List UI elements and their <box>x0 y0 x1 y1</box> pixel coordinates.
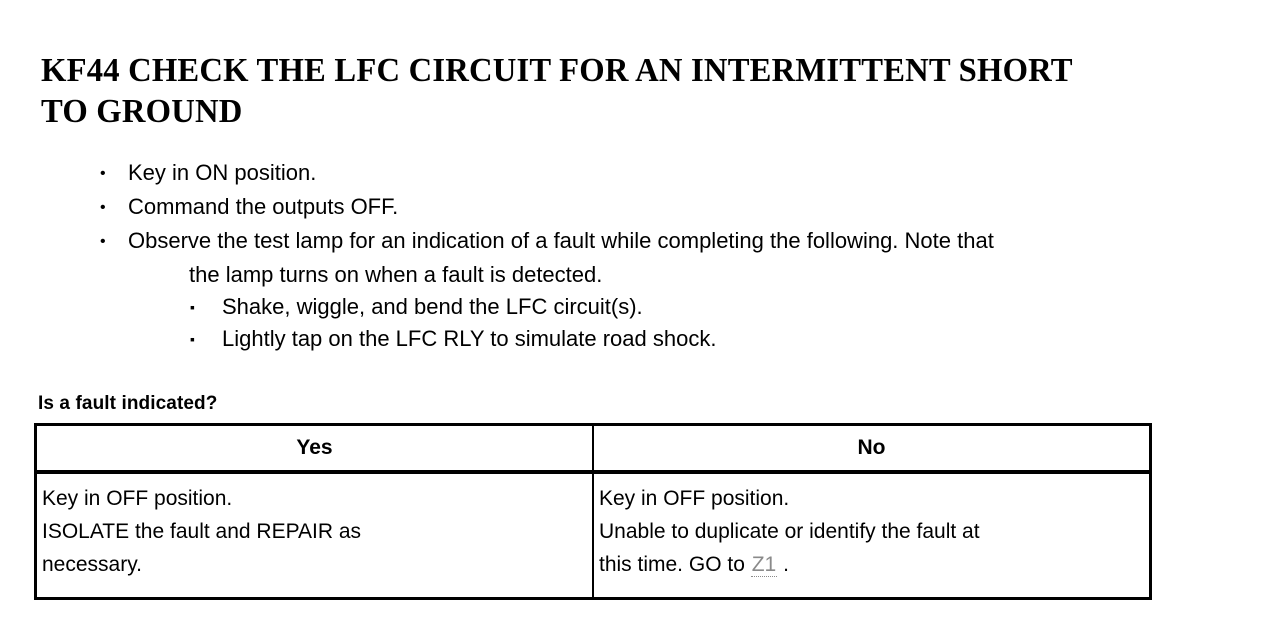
cell-line: Key in OFF position. <box>42 487 233 510</box>
list-item-text: Observe the test lamp for an indication … <box>128 228 994 253</box>
page-title: KF44 CHECK THE LFC CIRCUIT FOR AN INTERM… <box>41 51 1073 130</box>
bullet-icon: • <box>100 199 106 216</box>
list-item: • Key in ON position. <box>0 156 1280 190</box>
procedure-list: • Key in ON position. • Command the output… <box>0 156 1280 355</box>
sub-list-item: ▪ Shake, wiggle, and bend the LFC circuit… <box>0 291 1280 323</box>
table-row: Key in OFF position. ISOLATE the fault a… <box>34 471 1152 600</box>
table-cell-no: Key in OFF position. Unable to duplicate… <box>592 471 1152 600</box>
cell-line-with-xref: this time. GO to Z1 . <box>599 548 1143 581</box>
bullet-icon: • <box>100 233 106 250</box>
list-item: • Observe the test lamp for an indication… <box>0 224 1280 291</box>
list-item-text: Command the outputs OFF. <box>128 194 399 219</box>
table-cell-yes: Key in OFF position. ISOLATE the fault a… <box>34 471 594 600</box>
bullet-icon: • <box>100 165 106 182</box>
table-header-yes: Yes <box>34 423 594 474</box>
list-item-text-continued: the lamp turns on when a fault is detect… <box>189 262 603 287</box>
cell-line: necessary. <box>42 553 142 576</box>
list-item: • Command the outputs OFF. <box>0 190 1280 224</box>
cell-line-tail: . <box>777 553 789 576</box>
sub-list-item-text: Shake, wiggle, and bend the LFC circuit(… <box>222 294 643 319</box>
table-header-row: Yes No <box>34 423 1152 474</box>
list-item-text: Key in ON position. <box>128 160 317 185</box>
decision-question: Is a fault indicated? <box>38 393 218 414</box>
cell-line-text: this time. GO to <box>599 553 751 576</box>
sub-list-item-text: Lightly tap on the LFC RLY to simulate r… <box>222 326 717 351</box>
cross-reference-link-z1[interactable]: Z1 <box>750 553 778 577</box>
square-bullet-icon: ▪ <box>190 331 195 347</box>
table-header-no: No <box>592 423 1152 474</box>
cell-line: Unable to duplicate or identify the faul… <box>599 520 980 543</box>
sub-list-item: ▪ Lightly tap on the LFC RLY to simulate … <box>0 323 1280 355</box>
cell-line: ISOLATE the fault and REPAIR as <box>42 520 362 543</box>
decision-table: Yes No Key in OFF position. ISOLATE the … <box>34 423 1152 600</box>
square-bullet-icon: ▪ <box>190 299 195 315</box>
cell-line: Key in OFF position. <box>599 487 790 510</box>
